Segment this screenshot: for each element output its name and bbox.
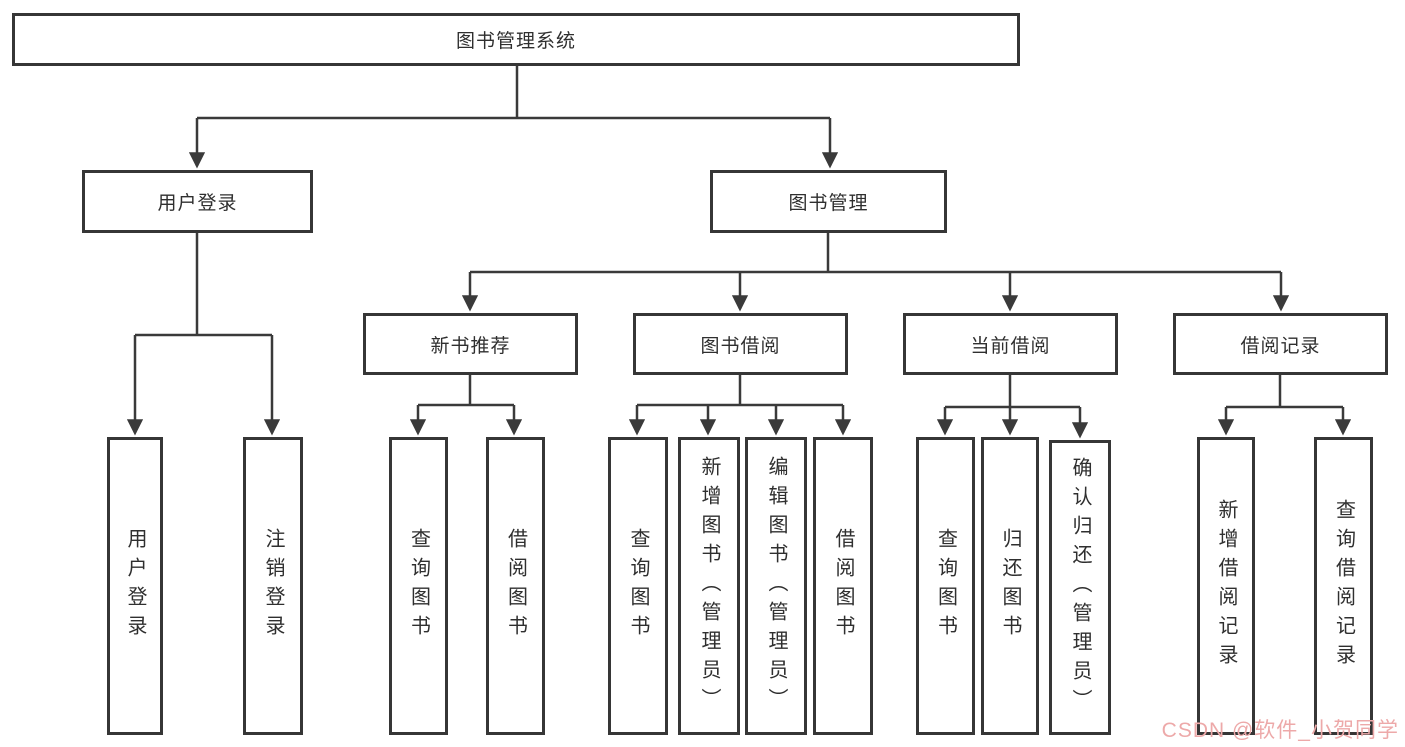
node-leaf-add-books-admin: 新增图书（管理员） [678, 437, 740, 735]
node-leaf-query-books-recommend: 查询图书 [389, 437, 448, 735]
node-leaf-logout-label: 注销登录 [262, 528, 284, 644]
node-leaf-query-books-current: 查询图书 [916, 437, 975, 735]
node-new-book-recommend: 新书推荐 [363, 313, 578, 375]
node-leaf-user-login: 用户登录 [107, 437, 163, 735]
node-leaf-add-borrow-record-label: 新增借阅记录 [1215, 499, 1237, 673]
node-leaf-query-borrow-record-label: 查询借阅记录 [1332, 499, 1355, 673]
node-new-book-recommend-label: 新书推荐 [430, 335, 511, 357]
node-book-borrowing: 图书借阅 [633, 313, 848, 375]
node-leaf-edit-books-admin-label: 编辑图书（管理员） [765, 455, 787, 717]
node-leaf-query-books-recommend-label: 查询图书 [407, 528, 430, 644]
node-user-login: 用户登录 [82, 170, 313, 233]
node-leaf-confirm-return-admin: 确认归还（管理员） [1049, 440, 1111, 735]
node-leaf-user-login-label: 用户登录 [124, 528, 146, 644]
node-leaf-borrow-books-borrowing-label: 借阅图书 [832, 528, 854, 644]
node-leaf-add-books-admin-label: 新增图书（管理员） [698, 455, 720, 717]
node-book-borrowing-label: 图书借阅 [700, 335, 781, 357]
node-leaf-logout: 注销登录 [243, 437, 303, 735]
node-current-borrowing-label: 当前借阅 [970, 335, 1051, 357]
node-root-label: 图书管理系统 [455, 31, 576, 52]
node-borrowing-records-label: 借阅记录 [1240, 335, 1321, 357]
watermark: CSDN @软件_小贺同学 [1161, 719, 1399, 742]
node-leaf-add-borrow-record: 新增借阅记录 [1197, 437, 1255, 735]
node-borrowing-records: 借阅记录 [1173, 313, 1388, 375]
node-leaf-edit-books-admin: 编辑图书（管理员） [745, 437, 807, 735]
node-leaf-query-books-current-label: 查询图书 [934, 528, 957, 644]
node-leaf-query-books-borrowing: 查询图书 [608, 437, 668, 735]
node-leaf-borrow-books-borrowing: 借阅图书 [813, 437, 873, 735]
node-leaf-return-books: 归还图书 [981, 437, 1039, 735]
node-leaf-query-borrow-record: 查询借阅记录 [1314, 437, 1373, 735]
node-leaf-query-books-borrowing-label: 查询图书 [627, 528, 649, 644]
node-root: 图书管理系统 [12, 13, 1020, 66]
node-leaf-borrow-books-recommend-label: 借阅图书 [504, 528, 527, 644]
node-current-borrowing: 当前借阅 [903, 313, 1118, 375]
node-user-login-label: 用户登录 [157, 193, 238, 214]
node-leaf-borrow-books-recommend: 借阅图书 [486, 437, 545, 735]
node-leaf-confirm-return-admin-label: 确认归还（管理员） [1069, 457, 1091, 718]
node-leaf-return-books-label: 归还图书 [999, 528, 1021, 644]
node-book-management: 图书管理 [710, 170, 947, 233]
node-book-management-label: 图书管理 [788, 193, 869, 214]
